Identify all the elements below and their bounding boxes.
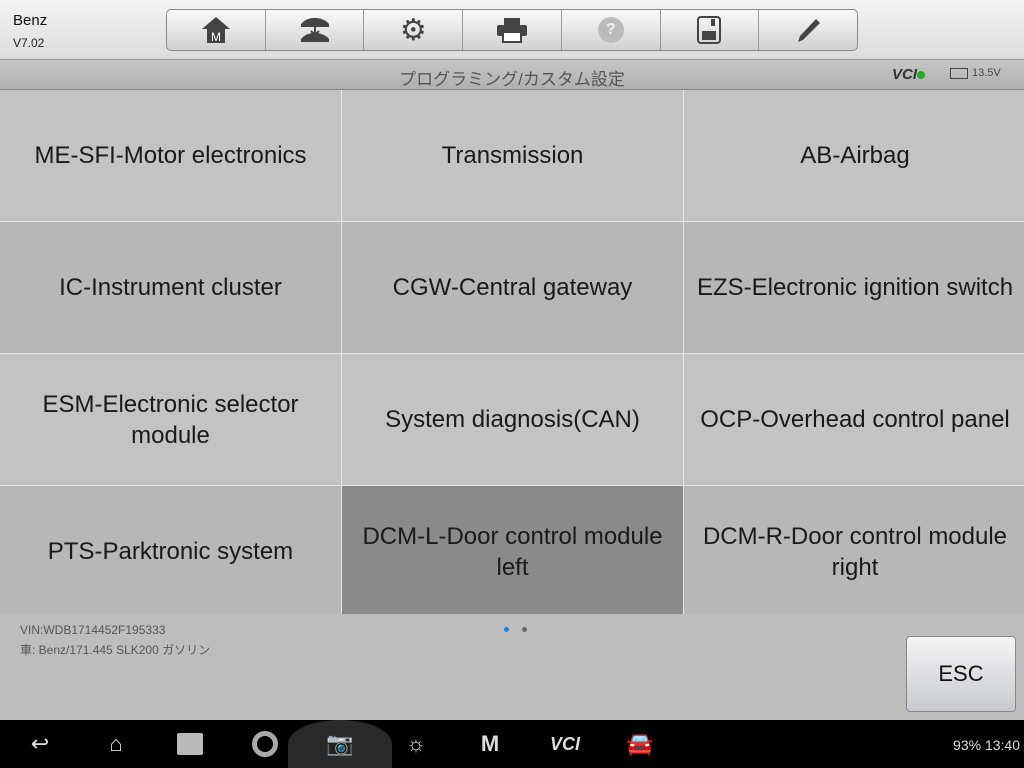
vci-label: VCI	[892, 66, 918, 83]
vehicle-label: 車: Benz/171.445 SLK200 ガソリン	[20, 643, 211, 657]
car-connected-icon[interactable]: 🚘	[626, 731, 654, 756]
vci-status-icon: VCI	[892, 66, 926, 83]
home-button[interactable]: M	[167, 10, 266, 50]
settings-button[interactable]: ⚙	[364, 10, 464, 50]
module-button[interactable]: OCP-Overhead control panel	[684, 354, 1024, 485]
page-indicator	[522, 627, 527, 632]
esc-button[interactable]: ESC	[906, 636, 1016, 712]
toolbar: M ⚙ ?	[166, 9, 858, 51]
printer-icon	[497, 18, 528, 43]
module-button[interactable]: IC-Instrument cluster	[0, 222, 341, 353]
voltage-label: 13.5V	[972, 67, 1001, 79]
back-icon[interactable]: ↩	[30, 731, 50, 756]
svg-text:M: M	[211, 30, 221, 44]
module-button[interactable]: EZS-Electronic ignition switch	[684, 222, 1024, 353]
module-button[interactable]: Transmission	[342, 90, 683, 221]
save-icon	[697, 16, 722, 44]
vehicle-swap-button[interactable]	[266, 10, 365, 50]
module-button[interactable]: AB-Airbag	[684, 90, 1024, 221]
brightness-volume-icon[interactable]: ☼	[405, 731, 427, 756]
vci-nav-label: VCI	[549, 733, 580, 754]
help-button[interactable]: ?	[562, 10, 661, 50]
home-icon[interactable]: ⌂	[109, 731, 123, 756]
header: Benz V7.02 M ⚙ ?	[0, 0, 1024, 60]
android-nav-bar: ↩ ⌂ 📷 ☼ M VCI 🚘 93% 13:40	[0, 720, 1024, 768]
module-button[interactable]: PTS-Parktronic system	[0, 486, 341, 617]
edit-button[interactable]	[759, 10, 857, 50]
autel-home-icon[interactable]: M	[480, 731, 500, 756]
title-bar: プログラミング/カスタム設定 VCI 13.5V	[0, 60, 1024, 90]
module-button[interactable]: System diagnosis(CAN)	[342, 354, 683, 485]
brand-label: Benz	[13, 12, 48, 29]
chrome-icon[interactable]	[245, 730, 285, 758]
recent-apps-icon[interactable]	[170, 730, 210, 758]
camera-icon[interactable]: 📷	[326, 731, 354, 756]
vehicle-swap-icon	[300, 17, 329, 42]
module-button[interactable]: DCM-R-Door control module right	[684, 486, 1024, 617]
gear-icon: ⚙	[399, 13, 427, 47]
version-label: V7.02	[13, 36, 45, 50]
status-area: 93% 13:40	[953, 737, 1020, 753]
home-m-icon: M	[201, 17, 230, 44]
module-button[interactable]: ME-SFI-Motor electronics	[0, 90, 341, 221]
footer: VIN:WDB1714452F195333 車: Benz/171.445 SL…	[0, 614, 1024, 720]
save-button[interactable]	[661, 10, 760, 50]
module-button[interactable]: ESM-Electronic selector module	[0, 354, 341, 485]
page-title: プログラミング/カスタム設定	[399, 70, 625, 89]
vci-nav-icon[interactable]: VCI	[545, 730, 585, 758]
battery-voltage: 13.5V	[950, 67, 1001, 79]
module-button[interactable]: DCM-L-Door control module left	[342, 486, 683, 617]
module-button[interactable]: CGW-Central gateway	[342, 222, 683, 353]
print-button[interactable]	[463, 10, 562, 50]
pencil-icon	[798, 19, 821, 42]
battery-icon	[950, 67, 968, 79]
help-icon: ?	[597, 17, 624, 43]
page-indicator-active	[504, 627, 509, 632]
vin-label: VIN:WDB1714452F195333	[20, 623, 166, 637]
